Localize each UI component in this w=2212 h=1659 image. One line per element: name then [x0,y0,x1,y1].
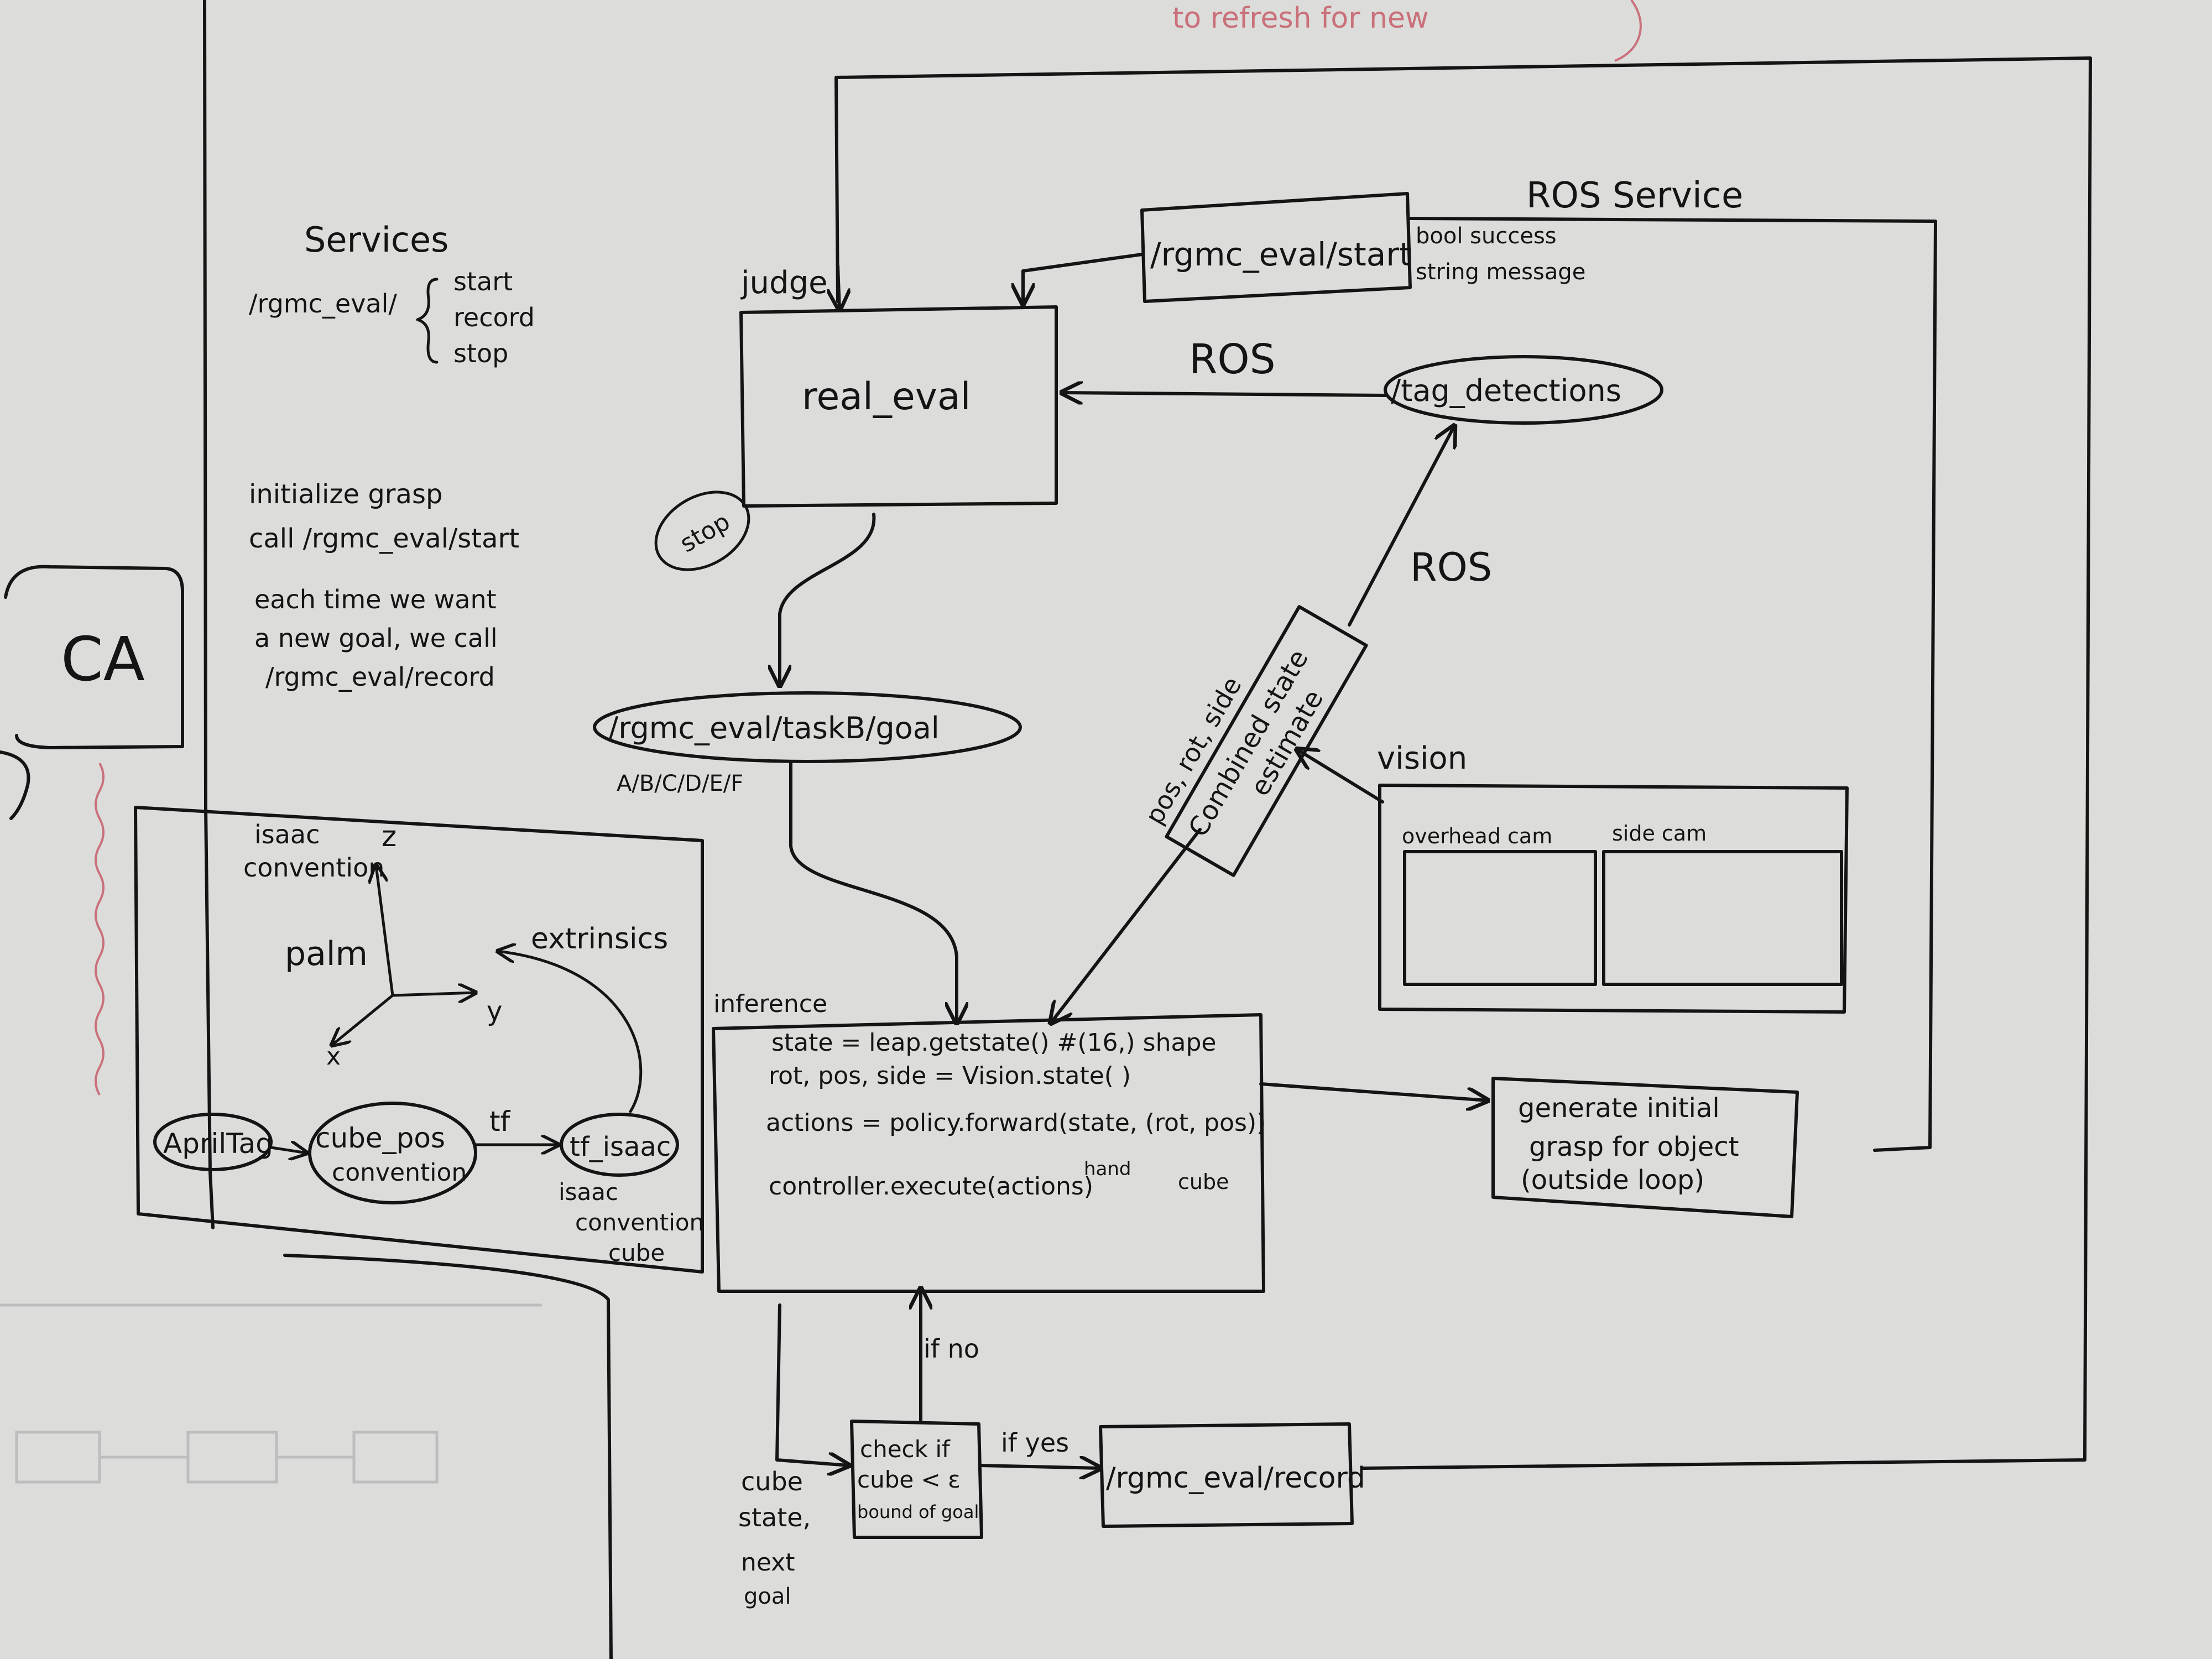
ros-label-top: ROS [1189,336,1276,383]
start-response-1: bool success [1416,223,1557,249]
service-item-start: start [453,267,513,296]
services-title: Services [304,220,448,260]
stop-label: stop [675,508,735,559]
bottom-left-curve [283,1254,613,1659]
inference-line-3: actions = policy.forward(state, (rot, po… [766,1109,1266,1137]
goal-topic-node: /rgmc_eval/taskB/goal A/B/C/D/E/F [593,691,1022,796]
palm-label: palm [285,935,368,973]
goal-topic-label: /rgmc_eval/taskB/goal [608,711,940,745]
start-service-box: /rgmc_eval/start bool success string mes… [1023,192,1585,304]
cube-state-2: state, [738,1503,811,1532]
isaac-cube-1: isaac [559,1178,618,1206]
overhead-cam-label: overhead cam [1402,824,1552,848]
tf-isaac-node [560,1113,679,1177]
note-line-2: call /rgmc_eval/start [249,523,519,554]
y-axis-label: y [487,996,502,1027]
check-line-2: cube < ε [857,1466,961,1493]
note-line-4: a new goal, we call [254,623,498,653]
record-service-label: /rgmc_eval/record [1106,1462,1365,1495]
inference-cube-label: cube [1178,1170,1229,1194]
arrow-combined-to-tags [1348,426,1454,627]
check-line-1: check if [860,1436,951,1463]
left-divider-line [203,0,215,1229]
tag-detections-node: /tag_detections ROS [1062,336,1663,425]
isaac-label-1: isaac [254,820,320,849]
vision-box: vision overhead cam side cam [1377,740,1849,1014]
cube-state-4: goal [744,1584,791,1609]
generate-grasp-line-1: generate initial [1518,1093,1720,1124]
arrow-real-eval-to-goal [780,513,876,686]
cube-pos-node [308,1102,477,1204]
overhead-cam-view [1403,850,1597,986]
ros-label-mid: ROS [1410,545,1492,590]
cube-pos-line-2: convention [332,1159,467,1187]
real-eval-label: real_eval [802,375,971,419]
cube-state-1: cube [741,1467,803,1496]
note-line-3: each time we want [254,585,497,614]
if-yes-label: if yes [1001,1428,1069,1458]
arrow-inference-to-grasp [1259,1082,1488,1100]
ca-label: CA [61,624,145,695]
ros-service-label: ROS Service [1526,175,1743,216]
generate-grasp-line-2: grasp for object [1529,1131,1739,1162]
inference-hand-label: hand [1084,1158,1131,1180]
side-cam-label: side cam [1612,821,1707,846]
isaac-label-2: convention [243,853,384,883]
combined-state-box: Combined state estimate pos, rot, side [1139,605,1368,877]
inference-line-1: state = leap.getstate() #(16,) shape [771,1029,1216,1057]
red-wavy-line [95,763,105,1095]
isaac-cube-3: cube [608,1239,665,1266]
check-line-3: bound of goal [857,1501,979,1522]
faint-ghost-drawings [0,1303,542,1484]
top-red-note: to refresh for new [1172,0,1642,62]
ca-box: CA [0,565,184,820]
judge-label: judge [740,265,828,301]
generate-grasp-box: generate initial grasp for object (outsi… [1491,1077,1799,1218]
record-service-box: /rgmc_eval/record [1099,1422,1365,1528]
inference-line-2: rot, pos, side = Vision.state( ) [769,1062,1131,1090]
services-note: Services /rgmc_eval/ start record stop [249,220,535,368]
vision-title: vision [1377,740,1467,776]
convention-box: isaac convention z palm y x extrinsics A… [134,806,704,1274]
service-item-stop: stop [453,338,508,368]
arrow-goal-to-inference [789,761,957,1023]
start-response-2: string message [1416,259,1585,285]
outer-loop-line [834,56,2092,1470]
inference-box: inference state = leap.getstate() #(16,)… [712,990,1266,1293]
x-axis-label: x [326,1042,341,1071]
note-line-1: initialize grasp [249,479,442,510]
side-cam-view [1602,850,1843,986]
note-line-5: /rgmc_eval/record [265,662,495,692]
z-axis-label: z [382,820,397,853]
cube-pos-line-1: cube_pos [315,1122,445,1154]
generate-grasp-line-3: (outside loop) [1521,1165,1704,1196]
apriltag-label: AprilTag [163,1128,273,1160]
services-prefix: /rgmc_eval/ [249,289,397,319]
check-box: check if cube < ε bound of goal [850,1420,983,1539]
real-eval-box: real_eval [739,305,1058,508]
tf-label: tf [489,1105,511,1138]
cube-state-note: cube state, next goal [738,1467,811,1609]
svg-text:to refresh for new: to refresh for new [1172,2,1429,35]
arrow-check-to-record [980,1465,1100,1468]
goal-options-label: A/B/C/D/E/F [617,771,743,796]
apriltag-node [153,1113,273,1171]
isaac-cube-2: convention [575,1209,704,1236]
cube-state-3: next [741,1548,795,1577]
tag-detections-label: /tag_detections [1391,373,1621,408]
arrow-vision-to-combined [1297,749,1384,804]
service-item-record: record [453,302,535,332]
inference-line-4: controller.execute(actions) [769,1172,1093,1201]
inference-title: inference [713,990,827,1018]
arrow-combined-to-inference [1051,828,1202,1023]
extrinsics-label: extrinsics [531,922,668,956]
notes-block: initialize grasp call /rgmc_eval/start e… [249,479,519,692]
start-service-label: /rgmc_eval/start [1150,236,1412,273]
tf-isaac-label: tf_isaac [570,1131,671,1162]
if-no-label: if no [924,1334,979,1364]
ros-service-line [1408,217,1937,1152]
arrow-inference-to-check [775,1303,849,1465]
